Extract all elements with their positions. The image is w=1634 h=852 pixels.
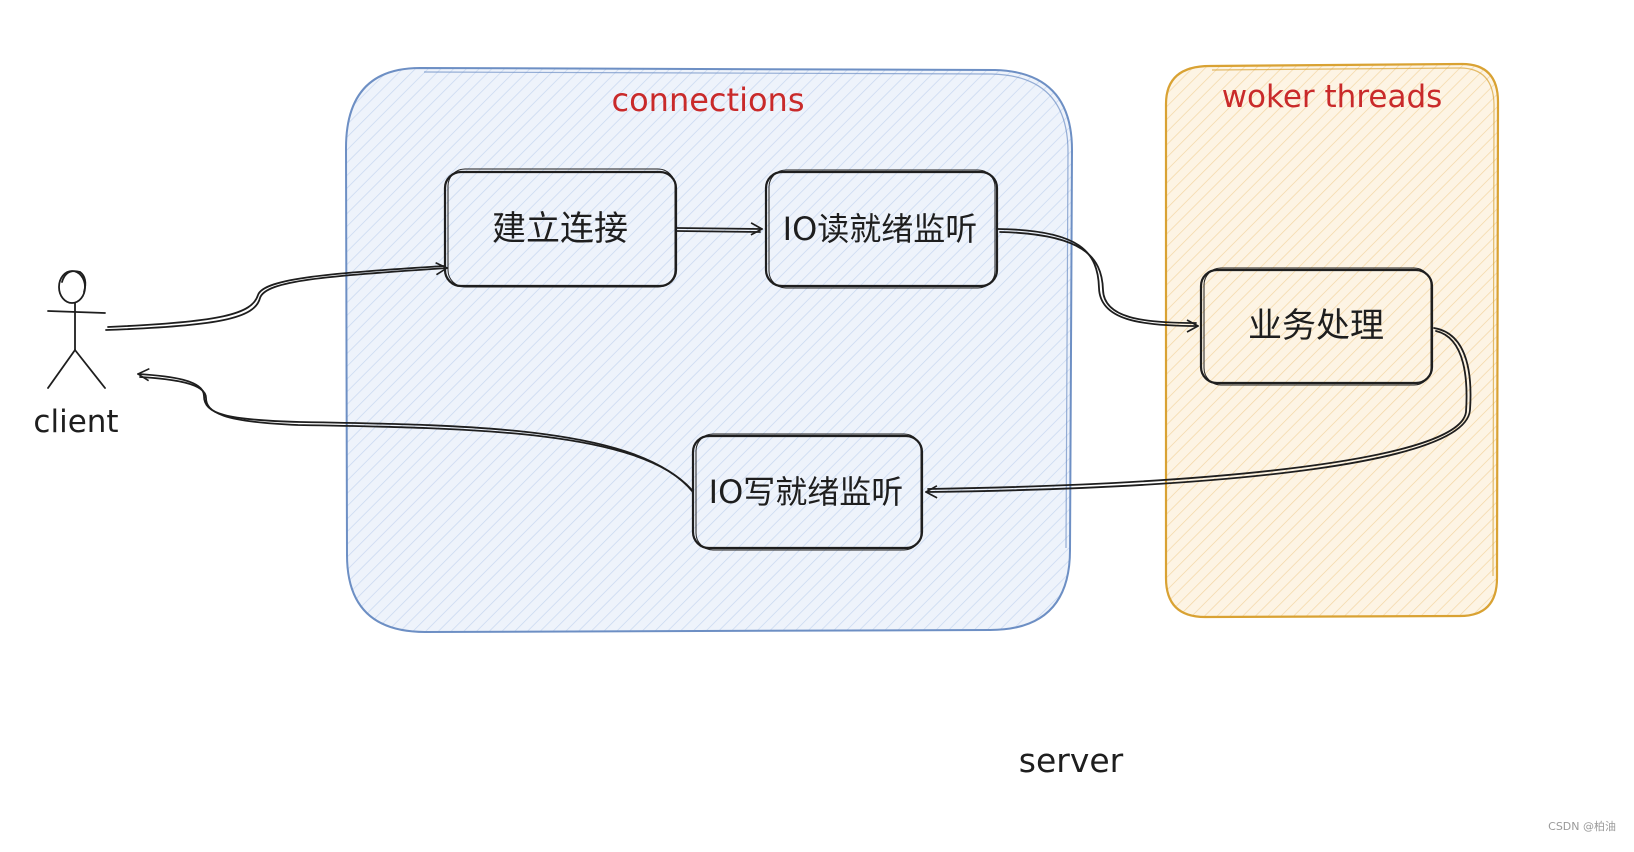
arrow-establish-to-read (676, 222, 763, 236)
arrow-write-to-client (137, 367, 694, 493)
stick-figure-icon (47, 270, 106, 389)
node-io-read-listen: IO读就绪监听 (764, 169, 999, 289)
arrow-read-to-business (997, 228, 1199, 333)
worker-threads-group: woker threads (1164, 62, 1500, 619)
worker-threads-group-label: woker threads (1222, 79, 1443, 115)
connections-group: connections (344, 66, 1074, 634)
watermark: CSDN @柏油 (1548, 820, 1616, 833)
node-io-read-listen-label: IO读就绪监听 (783, 210, 978, 248)
server-label: server (1019, 741, 1124, 780)
connections-group-box (344, 66, 1074, 634)
arrow-client-to-establish (105, 262, 448, 331)
node-business-processing-label: 业务处理 (1248, 306, 1384, 346)
arrows (105, 222, 1472, 499)
arrow-business-to-write (925, 327, 1472, 499)
worker-threads-group-box (1164, 62, 1500, 619)
node-establish-connection-label: 建立连接 (492, 209, 628, 249)
node-io-write-listen-label: IO写就绪监听 (709, 473, 904, 511)
client-label: client (33, 404, 118, 440)
client-actor: client (33, 270, 119, 440)
node-business-processing: 业务处理 (1199, 267, 1434, 386)
node-establish-connection: 建立连接 (443, 168, 678, 288)
connections-group-label: connections (612, 81, 805, 119)
